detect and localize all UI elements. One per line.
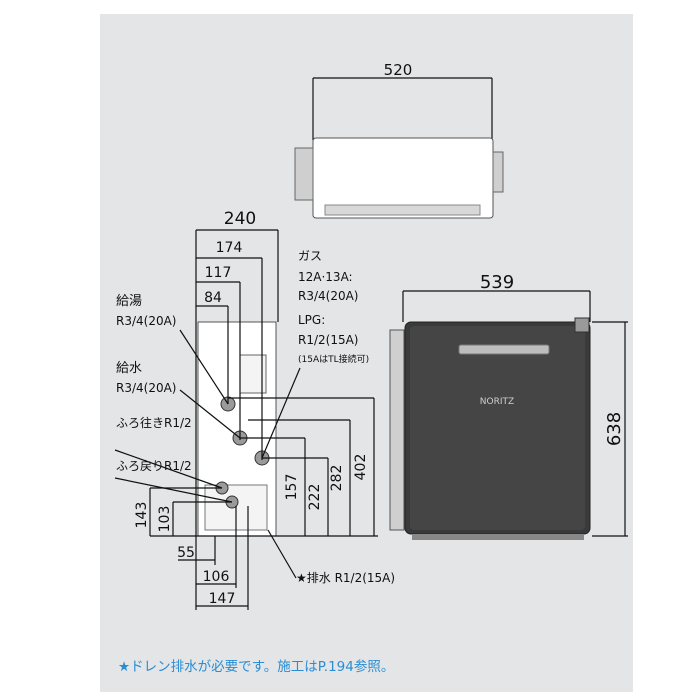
bath-return-leader — [114, 477, 233, 503]
front-side-pipes — [389, 329, 405, 531]
gas-city: 12A·13A: — [298, 270, 353, 284]
bath-in-label: ふろ往きR1/2 — [116, 415, 192, 430]
hot-water-leader — [179, 329, 229, 405]
dim-157: 157 — [284, 474, 300, 501]
gas-note: (15AはTL接続可) — [298, 353, 369, 365]
dim-103: 103 — [157, 506, 173, 533]
gas-lpg-size: R1/2(15A) — [298, 333, 359, 347]
front-base — [412, 534, 584, 540]
gas-leader — [261, 367, 301, 459]
top-width-label: 520 — [384, 61, 413, 79]
front-width-label: 539 — [480, 272, 514, 293]
supply-size: R3/4(20A) — [116, 381, 177, 395]
top-right-fitting — [492, 151, 504, 193]
top-bottom-edge — [324, 204, 481, 216]
dim-282: 282 — [329, 465, 345, 492]
top-view: 520 — [294, 61, 504, 219]
dim-55: 55 — [177, 545, 195, 561]
dim-240: 240 — [224, 209, 256, 229]
gas-lpg: LPG: — [298, 313, 325, 327]
gas-city-size: R3/4(20A) — [298, 289, 359, 303]
front-vent-slot — [458, 344, 550, 355]
dim-143: 143 — [134, 502, 150, 529]
drain-label: ★排水 R1/2(15A) — [296, 571, 395, 585]
bath-return-label: ふろ戻りR1/2 — [116, 459, 192, 473]
top-right-cap — [574, 317, 590, 333]
dim-222: 222 — [307, 484, 323, 511]
side-view: 240 174 117 84 157 222 282 402 143 103 — [114, 209, 395, 610]
dim-147: 147 — [209, 591, 236, 607]
footer-note: ★ドレン排水が必要です。施工はP.194参照。 — [118, 658, 394, 675]
dim-106: 106 — [203, 569, 230, 585]
front-height-label: 638 — [604, 412, 625, 446]
front-panel — [410, 326, 585, 530]
top-pipe-fittings — [294, 147, 314, 201]
brand-logo: NORITZ — [480, 397, 514, 407]
gas-title: ガス — [298, 249, 322, 263]
drain-leader — [267, 529, 297, 579]
hot-water-title: 給湯 — [116, 294, 142, 309]
dim-84: 84 — [204, 290, 222, 306]
dim-402: 402 — [353, 454, 369, 481]
hot-water-size: R3/4(20A) — [116, 314, 177, 328]
bath-in-leader — [114, 449, 223, 489]
dim-117: 117 — [205, 265, 232, 281]
dim-174: 174 — [216, 240, 243, 256]
supply-title: 給水 — [116, 361, 142, 376]
front-view: 539 638 NORITZ — [389, 272, 628, 540]
supply-leader — [179, 389, 241, 439]
